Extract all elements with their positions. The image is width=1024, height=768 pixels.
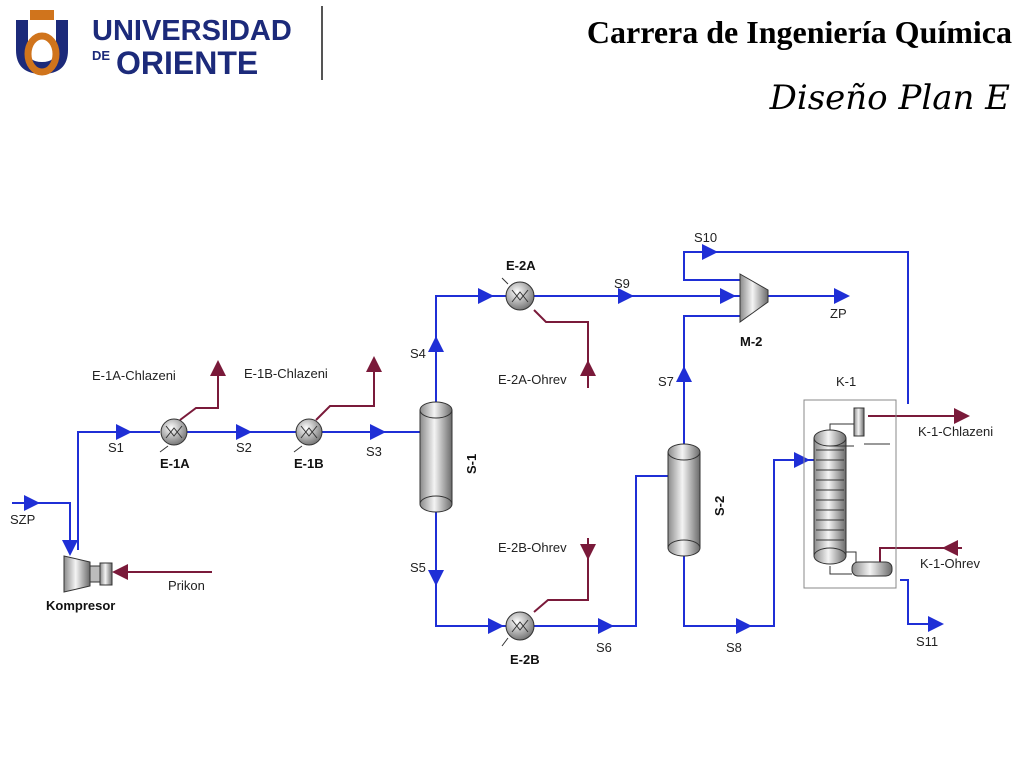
stream-s4-line bbox=[435, 295, 506, 402]
compressor bbox=[63, 555, 113, 593]
heat-exchanger-e1b bbox=[293, 418, 323, 453]
label-prikon: Prikon bbox=[168, 578, 205, 593]
label-e1a-cool: E-1A-Chlazeni bbox=[92, 368, 176, 383]
stream-szp bbox=[36, 502, 78, 556]
label-s6: S6 bbox=[596, 640, 612, 655]
label-s10: S10 bbox=[694, 230, 717, 245]
utility-e1a-cool bbox=[179, 360, 226, 421]
label-s9: S9 bbox=[614, 276, 630, 291]
logo-bar bbox=[30, 10, 54, 20]
label-e2a: E-2A bbox=[506, 258, 536, 273]
page-subtitle: Diseño Plan E bbox=[769, 78, 1010, 118]
logo-text-oriente: ORIENTE bbox=[116, 45, 258, 81]
separator-s2 bbox=[667, 443, 701, 557]
separator-s1 bbox=[419, 401, 453, 513]
utility-e2b-heat bbox=[533, 538, 589, 613]
label-s7: S7 bbox=[658, 374, 674, 389]
label-e2b: E-2B bbox=[510, 652, 540, 667]
label-m2: M-2 bbox=[740, 334, 762, 349]
label-zp: ZP bbox=[830, 306, 847, 321]
label-e2a-heat: E-2A-Ohrev bbox=[498, 372, 567, 387]
logo-text-universidad: UNIVERSIDAD bbox=[92, 15, 292, 47]
label-s-1: S-1 bbox=[464, 454, 479, 474]
label-kompresor: Kompresor bbox=[46, 598, 115, 613]
label-s2: S2 bbox=[236, 440, 252, 455]
label-s1: S1 bbox=[108, 440, 124, 455]
stream-s5-line bbox=[435, 512, 506, 627]
university-logo: UNIVERSIDAD DE ORIENTE bbox=[8, 4, 326, 82]
label-szp: SZP bbox=[10, 512, 35, 527]
label-k1-cool: K-1-Chlazeni bbox=[918, 424, 993, 439]
heat-exchanger-e2b bbox=[501, 611, 535, 647]
label-k1-heat: K-1-Ohrev bbox=[920, 556, 980, 571]
heat-exchanger-e1a bbox=[159, 418, 188, 453]
stream-s8-line bbox=[683, 459, 814, 627]
label-e2b-heat: E-2B-Ohrev bbox=[498, 540, 567, 555]
column-k1 bbox=[803, 399, 897, 589]
heat-exchanger-e2a bbox=[501, 277, 535, 311]
page-title: Carrera de Ingeniería Química bbox=[586, 14, 1012, 50]
label-s3: S3 bbox=[366, 444, 382, 459]
stream-s11-line bbox=[900, 579, 940, 625]
logo-text-de: DE bbox=[92, 48, 110, 63]
label-s-2: S-2 bbox=[712, 496, 727, 516]
stream-s1-line bbox=[77, 431, 160, 550]
stream-s6-line bbox=[534, 475, 668, 627]
utility-e1b-cool bbox=[315, 356, 382, 421]
label-s8: S8 bbox=[726, 640, 742, 655]
label-e1b: E-1B bbox=[294, 456, 324, 471]
label-s4: S4 bbox=[410, 346, 426, 361]
stream-s10-line bbox=[683, 251, 909, 404]
utility-k1-heat bbox=[879, 547, 962, 566]
mixer-m2 bbox=[739, 273, 769, 323]
label-s11: S11 bbox=[916, 634, 938, 649]
stream-s7-line bbox=[683, 315, 740, 446]
label-k1: K-1 bbox=[836, 374, 856, 389]
label-s5: S5 bbox=[410, 560, 426, 575]
label-e1a: E-1A bbox=[160, 456, 190, 471]
utility-e2a-heat bbox=[533, 309, 589, 388]
logo-o-shape bbox=[24, 32, 60, 76]
label-e1b-cool: E-1B-Chlazeni bbox=[244, 366, 328, 381]
